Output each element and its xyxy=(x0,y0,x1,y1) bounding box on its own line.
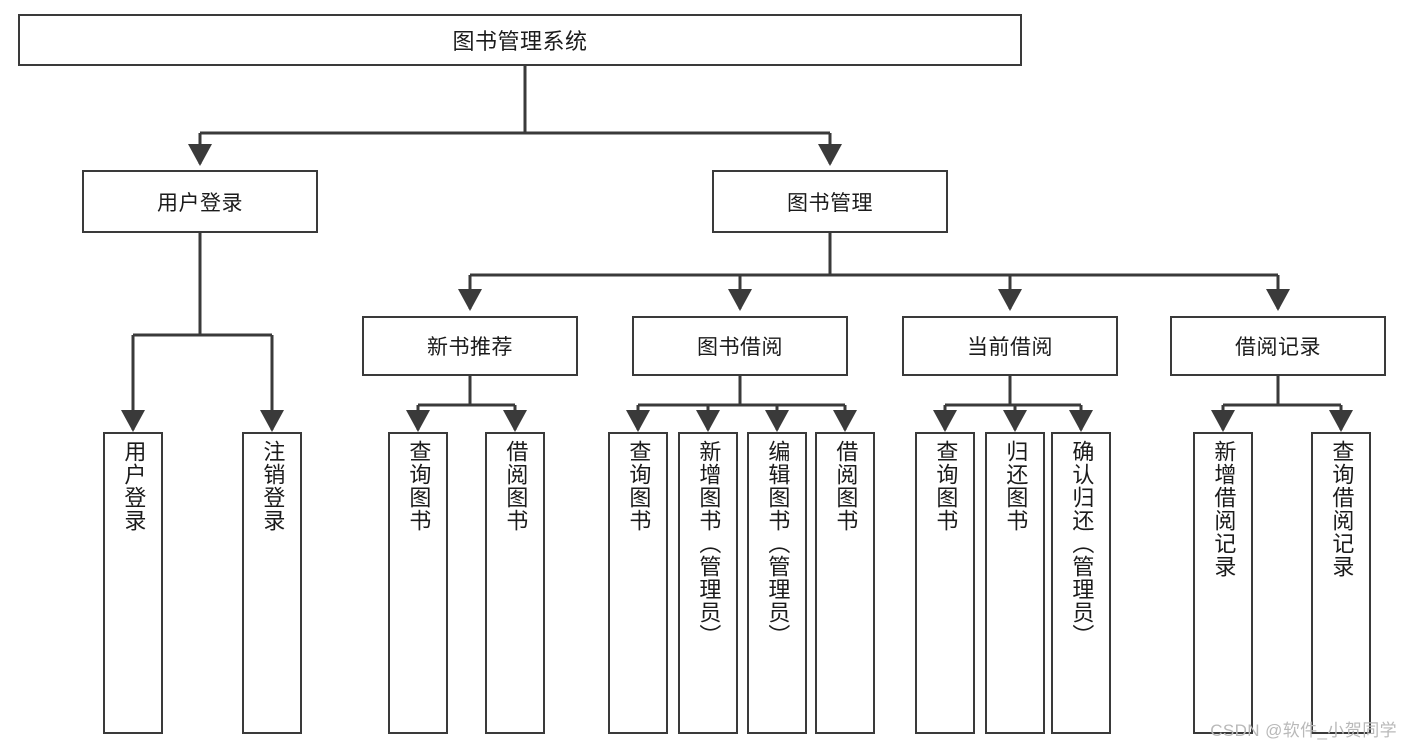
node-label: 图书管理 xyxy=(787,191,873,215)
node-label: 图书管理系统 xyxy=(452,29,588,54)
node-leaf-borrow-book-2[interactable]: 借阅图书 xyxy=(815,432,875,734)
node-label: 查询图书 xyxy=(626,440,652,532)
node-label: 当前借阅 xyxy=(967,336,1053,359)
node-label: 用户登录 xyxy=(121,440,147,532)
node-leaf-query-book-2[interactable]: 查询图书 xyxy=(608,432,668,734)
node-current-borrow[interactable]: 当前借阅 xyxy=(902,316,1118,376)
node-leaf-query-book-3[interactable]: 查询图书 xyxy=(915,432,975,734)
node-book-management[interactable]: 图书管理 xyxy=(712,170,948,233)
node-label: 确认归还（管理员） xyxy=(1069,440,1095,647)
node-label: 新增图书（管理员） xyxy=(696,440,722,647)
node-leaf-return-book[interactable]: 归还图书 xyxy=(985,432,1045,734)
node-label: 编辑图书（管理员） xyxy=(765,440,791,647)
node-leaf-borrow-book-1[interactable]: 借阅图书 xyxy=(485,432,545,734)
node-label: 借阅图书 xyxy=(833,440,859,532)
watermark-text: CSDN @软件_小贺同学 xyxy=(1210,721,1397,740)
node-label: 注销登录 xyxy=(260,440,286,532)
node-leaf-user-login[interactable]: 用户登录 xyxy=(103,432,163,734)
node-book-borrow[interactable]: 图书借阅 xyxy=(632,316,848,376)
node-label: 借阅记录 xyxy=(1235,336,1321,359)
node-label: 新增借阅记录 xyxy=(1211,440,1237,578)
node-leaf-confirm-return[interactable]: 确认归还（管理员） xyxy=(1051,432,1111,734)
node-leaf-query-record[interactable]: 查询借阅记录 xyxy=(1311,432,1371,734)
node-label: 查询图书 xyxy=(406,440,432,532)
node-leaf-query-book-1[interactable]: 查询图书 xyxy=(388,432,448,734)
node-borrow-record[interactable]: 借阅记录 xyxy=(1170,316,1386,376)
node-leaf-add-record[interactable]: 新增借阅记录 xyxy=(1193,432,1253,734)
node-new-book-recommend[interactable]: 新书推荐 xyxy=(362,316,578,376)
node-label: 图书借阅 xyxy=(697,336,783,359)
node-label: 新书推荐 xyxy=(427,336,513,359)
node-leaf-add-book[interactable]: 新增图书（管理员） xyxy=(678,432,738,734)
node-label: 用户登录 xyxy=(157,191,243,215)
node-label: 查询借阅记录 xyxy=(1329,440,1355,578)
node-leaf-logout-login[interactable]: 注销登录 xyxy=(242,432,302,734)
node-label: 查询图书 xyxy=(933,440,959,532)
node-root-book-management-system[interactable]: 图书管理系统 xyxy=(18,14,1022,66)
node-leaf-edit-book[interactable]: 编辑图书（管理员） xyxy=(747,432,807,734)
node-label: 归还图书 xyxy=(1003,440,1029,532)
node-user-login[interactable]: 用户登录 xyxy=(82,170,318,233)
node-label: 借阅图书 xyxy=(503,440,529,532)
